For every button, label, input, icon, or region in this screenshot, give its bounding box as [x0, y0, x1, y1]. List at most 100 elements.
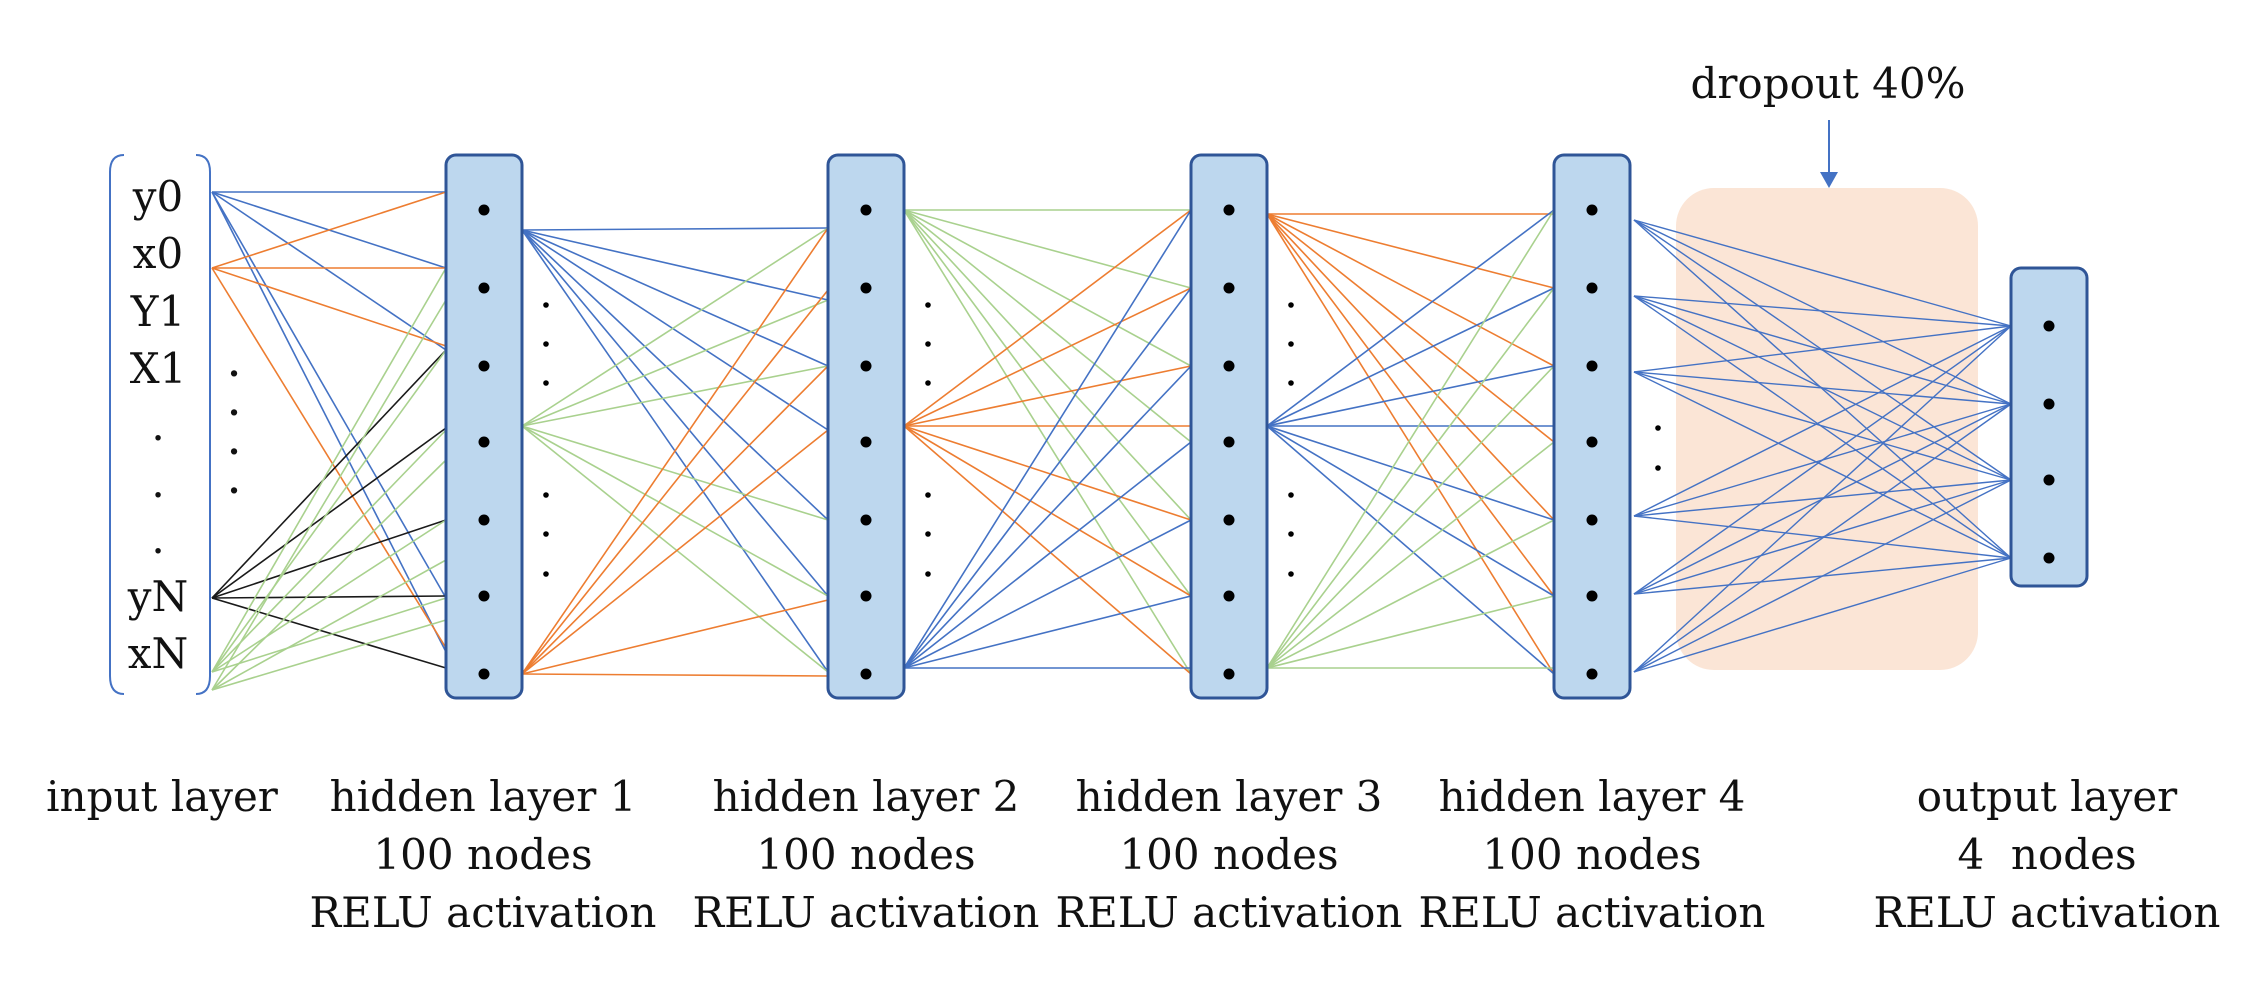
- connection-line: [521, 229, 829, 597]
- input-layer-label: input layer: [46, 772, 279, 821]
- ellipsis-dot: [1655, 465, 1661, 471]
- node-dot: [478, 204, 490, 216]
- connection-line: [211, 459, 447, 691]
- output-layer-title: output layer: [1917, 772, 2178, 821]
- connection-line: [1266, 213, 1555, 289]
- connection-line: [1266, 595, 1555, 669]
- layer-labels: input layer hidden layer 1 100 nodes REL…: [46, 772, 2220, 937]
- ellipsis-dot: [1288, 380, 1294, 386]
- connection-line: [1266, 365, 1555, 427]
- connection-line: [903, 425, 1192, 521]
- node-dot: [478, 668, 490, 680]
- connection-line: [1266, 213, 1555, 597]
- input-side-dot: .: [228, 423, 240, 463]
- node-dot: [1586, 668, 1598, 680]
- hidden-layer-2-nodes: 100 nodes: [756, 830, 975, 879]
- node-dot: [478, 436, 490, 448]
- ellipsis-dot: [1288, 302, 1294, 308]
- connection-line: [1633, 371, 2012, 559]
- hidden-layer-2-title: hidden layer 2: [713, 772, 1020, 821]
- output-layer-nodes: 4 nodes: [1957, 830, 2136, 879]
- connection-line: [211, 191, 447, 269]
- connection-line: [903, 365, 1192, 427]
- connection-line: [1633, 325, 2012, 373]
- input-label-xN: xN: [128, 629, 188, 678]
- connection-line: [1633, 403, 2012, 673]
- ellipsis-dot: [925, 571, 931, 577]
- ellipsis-dot: [543, 531, 549, 537]
- connection-line: [211, 191, 447, 599]
- connection-line: [1266, 287, 1555, 669]
- node-dot: [478, 514, 490, 526]
- ellipsis-dot: [1288, 341, 1294, 347]
- input-label-dot-3: .: [151, 514, 164, 563]
- input-label-y0: y0: [132, 172, 183, 221]
- input-side-dot: .: [228, 345, 240, 385]
- connection-line: [211, 519, 447, 673]
- connection-line: [211, 267, 447, 649]
- connection-line: [1266, 209, 1555, 669]
- node-dot: [1223, 204, 1235, 216]
- node-dot: [1223, 514, 1235, 526]
- dropout-region: [1676, 188, 1978, 670]
- hidden-layer-1-activation: RELU activation: [310, 888, 657, 937]
- connection-line: [903, 209, 1192, 675]
- connection-line: [1266, 213, 1555, 367]
- node-dot: [1586, 360, 1598, 372]
- node-dot: [860, 436, 872, 448]
- connection-line: [1266, 425, 1555, 675]
- node-dot: [2043, 398, 2055, 410]
- connection-line: [903, 595, 1192, 669]
- connection-line: [521, 229, 829, 431]
- node-dot: [860, 514, 872, 526]
- connection-line: [211, 267, 447, 347]
- node-dot: [1223, 668, 1235, 680]
- connection-line: [1266, 287, 1555, 427]
- node-dot: [860, 360, 872, 372]
- connection-line: [903, 209, 1192, 289]
- input-labels: y0 x0 Y1 X1 . . . yN xN . . . .: [127, 172, 240, 678]
- hidden-layer-4-nodes: 100 nodes: [1482, 830, 1701, 879]
- connection-line: [521, 365, 829, 427]
- connection-line: [211, 349, 447, 599]
- node-dot: [860, 204, 872, 216]
- ellipsis-dot: [925, 302, 931, 308]
- node-dot: [1223, 360, 1235, 372]
- node-dot: [1586, 204, 1598, 216]
- output-layer-activation: RELU activation: [1874, 888, 2221, 937]
- ellipsis-dot: [543, 492, 549, 498]
- connection-line: [903, 425, 1192, 675]
- node-dot: [860, 668, 872, 680]
- ellipsis-dots: [543, 302, 1661, 577]
- connection-line: [1633, 371, 2012, 405]
- connection-line: [903, 209, 1192, 669]
- node-dot: [1586, 436, 1598, 448]
- hidden-layer-3-title: hidden layer 3: [1076, 772, 1383, 821]
- ellipsis-dot: [1655, 425, 1661, 431]
- connections: [211, 191, 2012, 691]
- ellipsis-dot: [925, 341, 931, 347]
- node-dot: [478, 360, 490, 372]
- input-bracket-left: [109, 154, 125, 695]
- hidden-layer-4-column: [1552, 153, 1632, 700]
- connection-line: [903, 287, 1192, 669]
- output-layer-column: [2009, 266, 2089, 588]
- connection-line: [211, 595, 447, 599]
- connection-line: [521, 229, 829, 301]
- connection-line: [1266, 213, 1555, 675]
- connection-line: [903, 365, 1192, 669]
- ellipsis-dot: [925, 380, 931, 386]
- connection-line: [903, 209, 1192, 367]
- ellipsis-dot: [1288, 492, 1294, 498]
- connection-line: [903, 441, 1192, 669]
- connection-line: [903, 209, 1192, 427]
- connection-line: [521, 227, 829, 427]
- connection-line: [1633, 295, 2012, 559]
- connection-line: [1633, 219, 2012, 559]
- connection-line: [903, 425, 1192, 597]
- connection-line: [1633, 219, 2012, 405]
- input-label-yN: yN: [127, 572, 188, 621]
- connection-line: [1266, 213, 1555, 443]
- connection-line: [521, 227, 829, 231]
